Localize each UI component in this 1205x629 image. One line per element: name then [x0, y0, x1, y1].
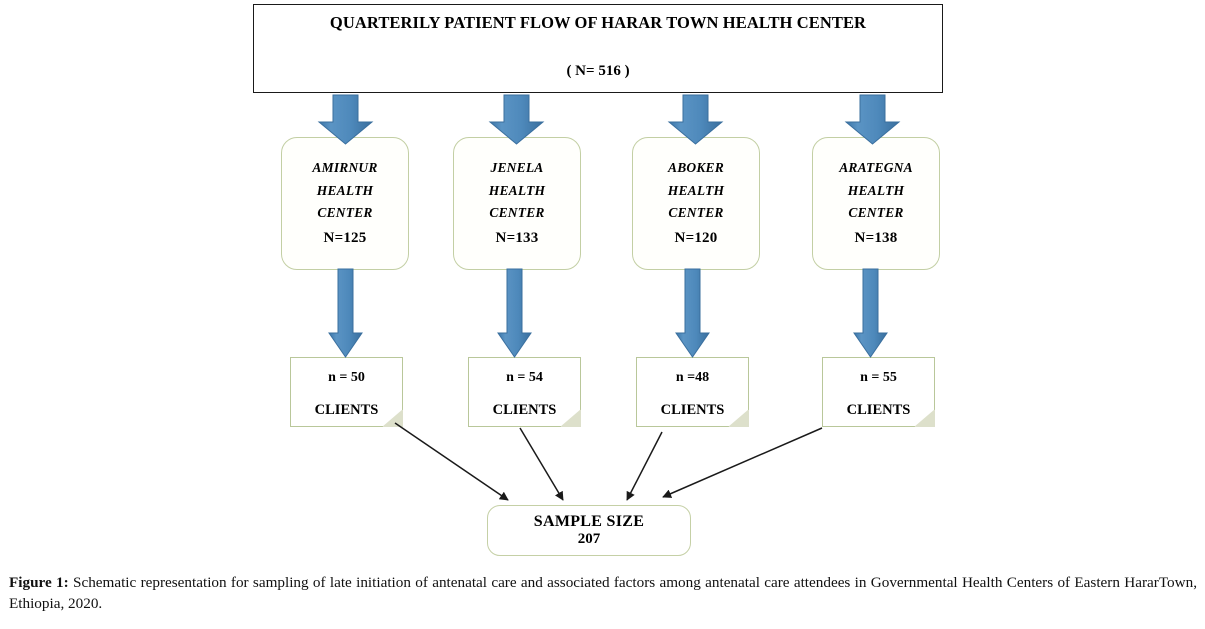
health-center-box-jenela: JENELA HEALTH CENTER N=133 — [453, 137, 581, 270]
health-center-name: JENELA — [490, 160, 544, 175]
client-box-amirnur: n = 50 CLIENTS — [290, 357, 403, 427]
client-label: CLIENTS — [492, 402, 557, 418]
figure-title: QUARTERILY PATIENT FLOW OF HARAR TOWN HE… — [329, 13, 867, 32]
health-center-line2: HEALTH — [847, 182, 905, 198]
client-count: n = 54 — [506, 370, 543, 385]
caption-prefix: Figure 1: — [9, 574, 69, 591]
title-box: QUARTERILY PATIENT FLOW OF HARAR TOWN HE… — [253, 4, 943, 93]
converge-arrow-3 — [626, 431, 663, 501]
health-center-name: AMIRNUR — [312, 160, 378, 175]
health-center-line3: CENTER — [848, 205, 904, 220]
sample-size-box: SAMPLE SIZE 207 — [487, 505, 691, 556]
health-center-line2: HEALTH — [667, 182, 725, 198]
client-count: n = 55 — [860, 370, 897, 385]
health-center-line3: CENTER — [489, 205, 545, 220]
client-count: n = 50 — [328, 370, 365, 385]
block-arrow-down-icon-8 — [853, 268, 888, 358]
client-box-arategna: n = 55 CLIENTS — [822, 357, 935, 427]
health-center-box-aboker: ABOKER HEALTH CENTER N=120 — [632, 137, 760, 270]
sample-size-value: 207 — [577, 530, 601, 547]
health-center-count: N=138 — [854, 230, 898, 246]
client-count: n =48 — [675, 370, 710, 385]
health-center-line2: HEALTH — [488, 182, 546, 198]
health-center-name: ABOKER — [668, 160, 724, 175]
client-label: CLIENTS — [314, 402, 379, 418]
caption-text: Schematic representation for sampling of… — [9, 574, 1197, 612]
figure-caption: Figure 1: Schematic representation for s… — [9, 573, 1197, 614]
health-center-line2: HEALTH — [316, 182, 374, 198]
health-center-line3: CENTER — [317, 205, 373, 220]
converge-arrow-1 — [394, 422, 509, 501]
total-population: ( N= 516 ) — [566, 63, 630, 79]
client-label: CLIENTS — [846, 402, 911, 418]
block-arrow-down-icon-7 — [675, 268, 710, 358]
client-box-aboker: n =48 CLIENTS — [636, 357, 749, 427]
client-label: CLIENTS — [660, 402, 725, 418]
health-center-box-arategna: ARATEGNA HEALTH CENTER N=138 — [812, 137, 940, 270]
health-center-count: N=120 — [674, 230, 718, 246]
block-arrow-down-icon-5 — [328, 268, 363, 358]
health-center-box-amirnur: AMIRNUR HEALTH CENTER N=125 — [281, 137, 409, 270]
converge-arrow-2 — [519, 427, 564, 501]
client-box-jenela: n = 54 CLIENTS — [468, 357, 581, 427]
health-center-count: N=133 — [495, 230, 539, 246]
health-center-line3: CENTER — [668, 205, 724, 220]
health-center-count: N=125 — [323, 230, 367, 246]
block-arrow-down-icon-6 — [497, 268, 532, 358]
converge-arrow-4 — [662, 427, 823, 498]
health-center-name: ARATEGNA — [839, 160, 913, 175]
sample-size-label: SAMPLE SIZE — [533, 513, 645, 531]
